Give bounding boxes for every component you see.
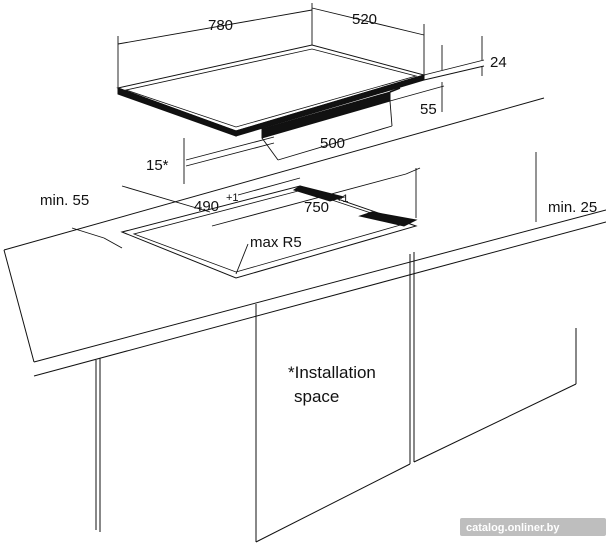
cooktop-inner-edge (124, 48, 418, 128)
dim-520: 520 (352, 11, 377, 28)
dim-750: 750 (304, 199, 329, 216)
dim-500: 500 (320, 135, 345, 152)
worktop-back-edge (3, 97, 545, 251)
cooktop-frame-edge (389, 87, 401, 93)
worktop-left-edge (3, 249, 35, 363)
watermark: catalog.onliner.by (460, 518, 606, 536)
dimension-lines (71, 3, 537, 275)
footnote-line-2: space (294, 387, 339, 406)
worktop (3, 97, 606, 377)
dim-750-tolerance: +1 (336, 193, 349, 205)
cooktop (116, 44, 426, 139)
dim-490-tolerance: +1 (226, 192, 239, 204)
cutout-outline (120, 185, 418, 279)
cabinet (95, 252, 577, 543)
worktop-top-front-edge (33, 209, 606, 363)
labels: 780 520 24 55 500 15* min. 55 490 +1 750… (40, 11, 597, 406)
support-bar-front (358, 211, 418, 227)
worktop-bottom-front-edge (33, 221, 606, 377)
watermark-text: catalog.onliner.by (466, 522, 560, 534)
footnote-line-1: *Installation (288, 363, 376, 382)
dim-55-frame: 55 (420, 101, 437, 118)
support-bar-back (292, 185, 346, 202)
dim-min-25: min. 25 (548, 199, 597, 216)
dim-780: 780 (208, 17, 233, 34)
dim-max-r5: max R5 (250, 234, 302, 251)
dim-24: 24 (490, 54, 507, 71)
dim-min-55: min. 55 (40, 192, 89, 209)
dim-490: 490 (194, 198, 219, 215)
dim-15-star: 15* (146, 157, 169, 174)
